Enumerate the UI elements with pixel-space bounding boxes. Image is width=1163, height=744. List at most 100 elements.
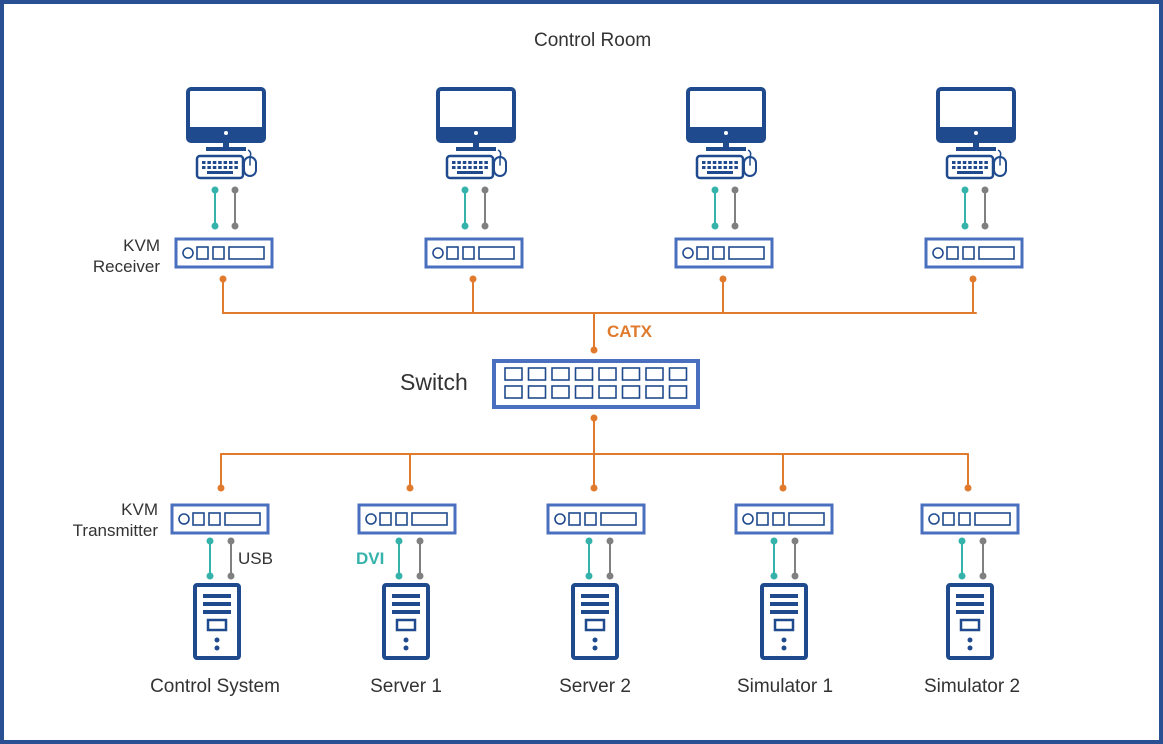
connector-dot — [969, 275, 977, 283]
keyboard-key — [952, 166, 956, 169]
keyboard-key — [952, 161, 956, 164]
keyboard-key — [729, 166, 733, 169]
drive-bay — [770, 602, 798, 606]
port-icon — [942, 512, 955, 526]
connector-dot — [416, 572, 424, 580]
keyboard-key — [218, 166, 222, 169]
mouse-cable — [747, 149, 752, 158]
drive-bay — [581, 594, 609, 598]
keyboard-key — [218, 161, 222, 164]
keyboard-key — [484, 166, 488, 169]
kvm-unit-icon — [920, 503, 1020, 535]
switch-port — [574, 385, 594, 399]
keyboard-key — [452, 166, 456, 169]
keyboard-key — [968, 161, 972, 164]
server-cables-2 — [395, 537, 424, 580]
drive-bay — [392, 602, 420, 606]
keyboard-key — [729, 161, 733, 164]
kvm-receiver-2 — [424, 237, 524, 269]
indicator-dot — [592, 645, 598, 651]
connector-dot — [469, 275, 477, 283]
server-cables-3 — [585, 537, 614, 580]
monitor-neck — [723, 141, 729, 148]
drive-bay — [956, 594, 984, 598]
switch-port — [574, 367, 594, 381]
port-icon — [411, 512, 448, 526]
keyboard-spacebar — [207, 171, 233, 174]
workstation-cables-1 — [211, 186, 239, 230]
connector-dot — [961, 222, 969, 230]
connector-dot — [406, 484, 414, 492]
monitor-base — [456, 147, 496, 151]
drive-bay — [770, 594, 798, 598]
kvm-transmitter-5 — [920, 503, 1020, 535]
indicator-dot — [592, 637, 598, 643]
keyboard-key — [207, 166, 211, 169]
keyboard-key — [234, 161, 238, 164]
connector-dot — [590, 346, 598, 354]
connector-dot — [211, 186, 219, 194]
server-tower-5 — [946, 583, 994, 660]
connector-dot — [964, 484, 972, 492]
switch-port — [504, 367, 523, 381]
port-icon — [974, 512, 1011, 526]
switch-port — [551, 385, 570, 399]
catx-label: CATX — [607, 322, 653, 341]
port-icon — [208, 512, 221, 526]
device-label-simulator-1: Simulator 1 — [736, 676, 834, 697]
indicator-dot — [967, 637, 973, 643]
port-icon — [224, 512, 261, 526]
connector-dot — [770, 537, 778, 545]
monitor-neck — [473, 141, 479, 148]
switch-port — [527, 385, 547, 399]
drive-bay — [581, 610, 609, 614]
connector-dot — [719, 275, 727, 283]
switch-port — [551, 367, 570, 381]
led-icon — [182, 247, 194, 259]
device-label-server-2: Server 2 — [559, 676, 631, 697]
workstation-3 — [686, 87, 766, 180]
workstation-4 — [936, 87, 1016, 180]
server-cables-4 — [770, 537, 799, 580]
workstation-2 — [436, 87, 516, 180]
keyboard-key — [223, 161, 228, 164]
workstation-cables-3 — [711, 186, 739, 230]
kvm-transmitter-4 — [734, 503, 834, 535]
connector-dot — [231, 222, 239, 230]
led-icon — [932, 247, 944, 259]
keyboard-key — [452, 161, 456, 164]
connector-dot — [791, 572, 799, 580]
monitor-power-dot — [974, 131, 978, 135]
connector-dot — [791, 537, 799, 545]
mouse-cable — [247, 149, 252, 158]
monitor-power-dot — [724, 131, 728, 135]
connector-dot — [770, 572, 778, 580]
drive-slot — [395, 618, 417, 632]
keyboard-spacebar — [457, 171, 483, 174]
kvm-transmitter-line2: Transmitter — [72, 521, 158, 540]
keyboard-key — [234, 166, 238, 169]
port-icon — [978, 246, 1015, 260]
connector-dot — [206, 572, 214, 580]
monitor-base — [956, 147, 996, 151]
server-tower-4 — [760, 583, 808, 660]
keyboard-key — [702, 166, 706, 169]
drive-bay — [581, 602, 609, 606]
drive-bay — [203, 610, 231, 614]
keyboard-key — [484, 161, 488, 164]
keyboard-key — [229, 166, 233, 169]
catx-transmitter-bus — [217, 414, 972, 492]
connector-dot — [461, 222, 469, 230]
control-room-title: Control Room — [534, 30, 652, 51]
keyboard-key — [973, 166, 978, 169]
indicator-dot — [967, 645, 973, 651]
keyboard-key — [212, 166, 217, 169]
port-icon — [192, 512, 205, 526]
connector-dot — [958, 537, 966, 545]
port-icon — [728, 246, 765, 260]
port-icon — [600, 512, 637, 526]
connector-dot — [779, 484, 787, 492]
keyboard-spacebar — [957, 171, 983, 174]
connector-dot — [395, 572, 403, 580]
led-icon — [178, 513, 190, 525]
